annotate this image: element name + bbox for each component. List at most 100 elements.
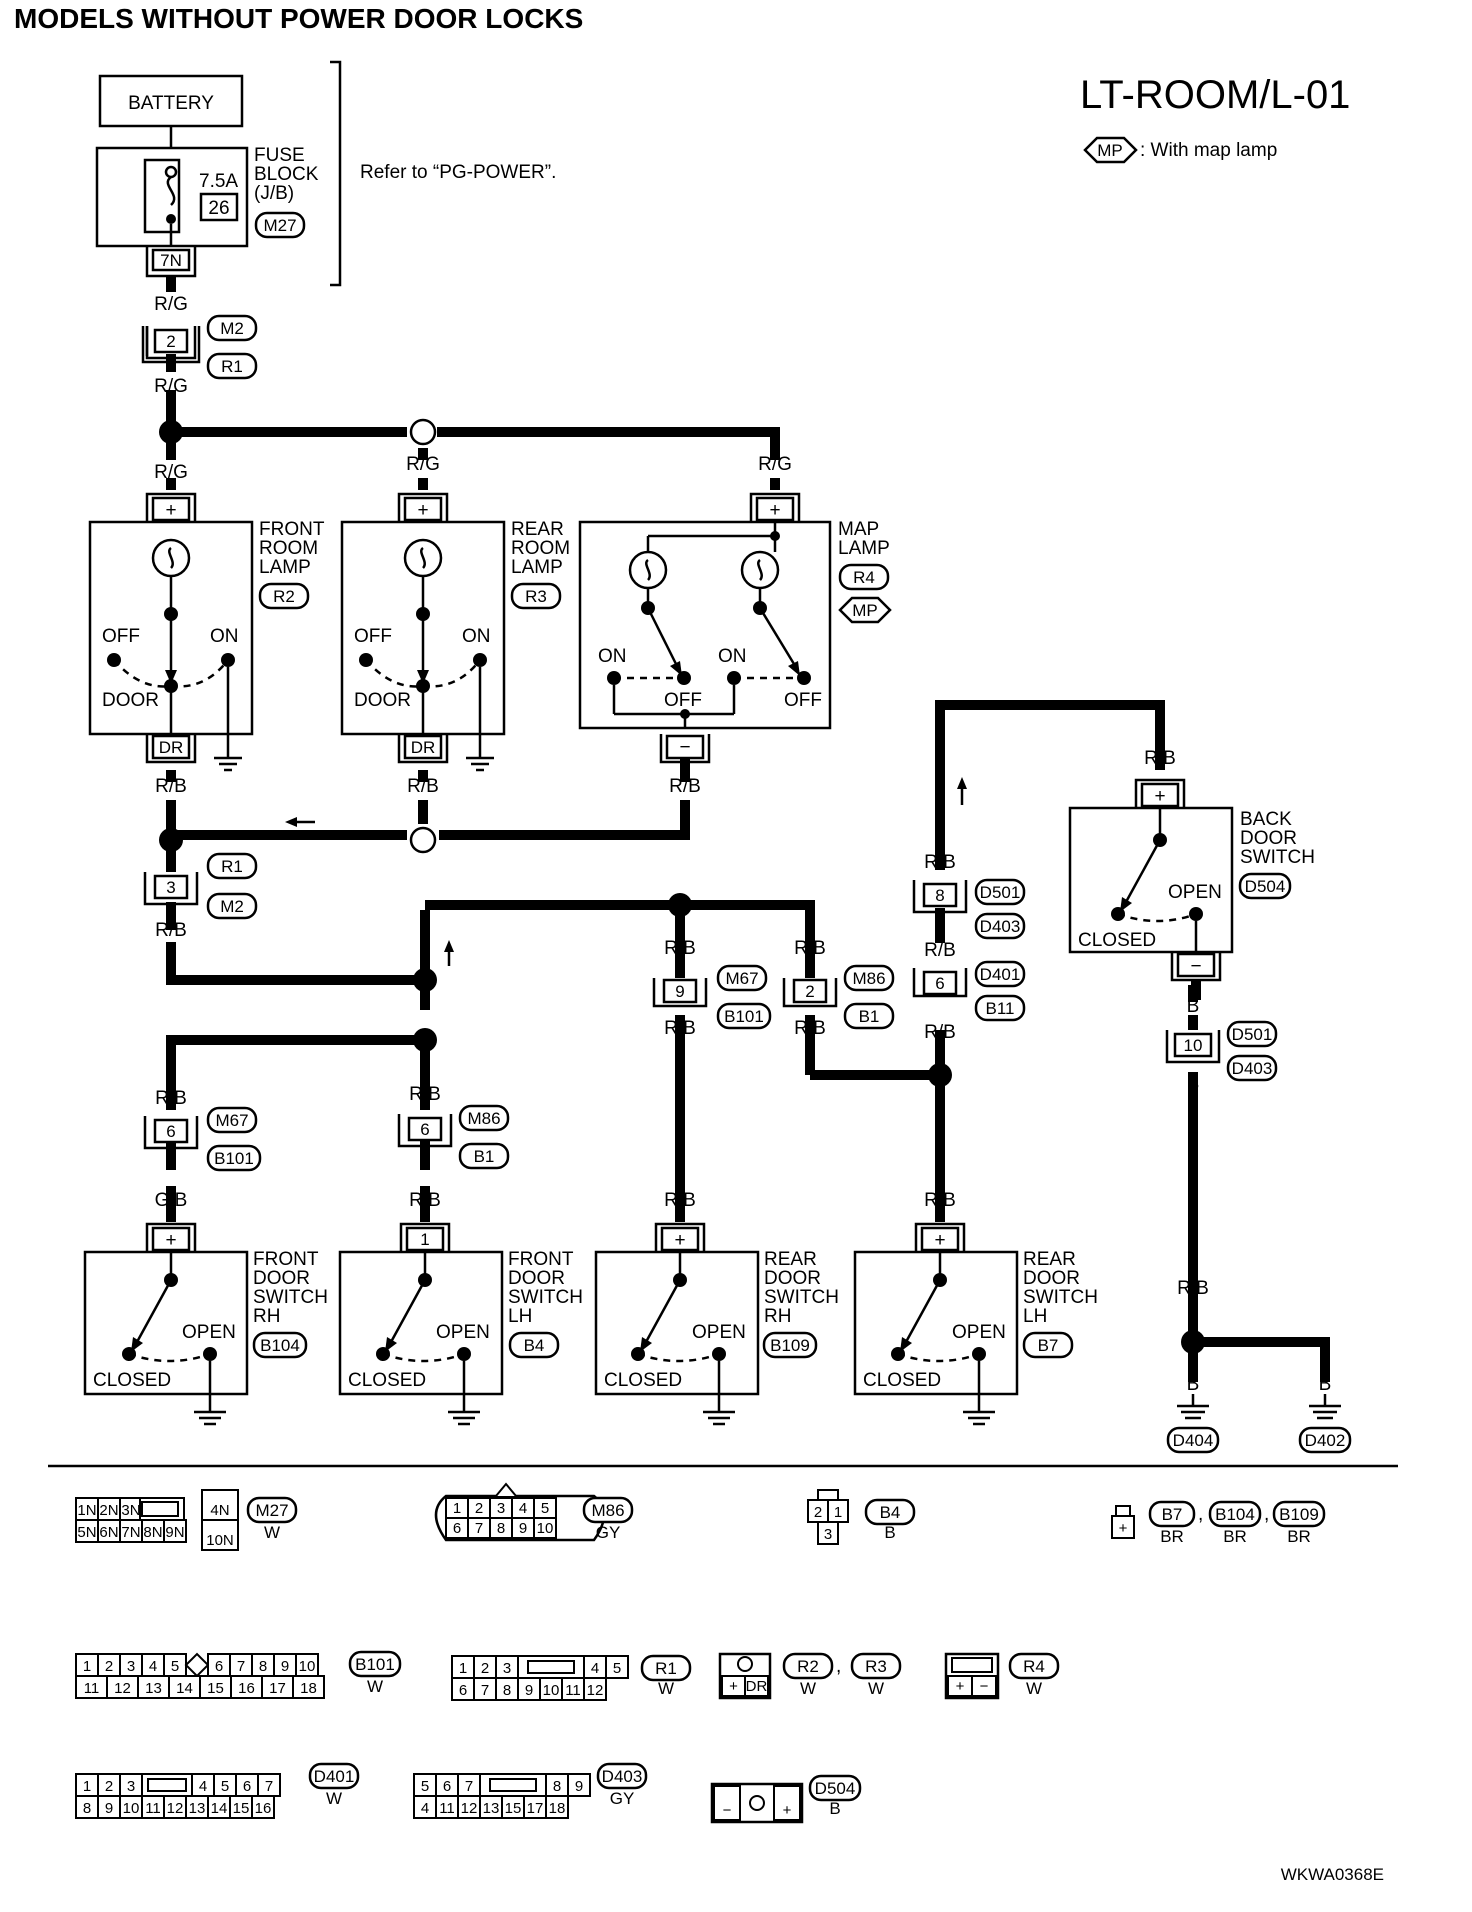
svg-text:CLOSED: CLOSED <box>604 1370 682 1391</box>
svg-text:DR: DR <box>411 738 436 757</box>
connector-latch <box>141 1501 179 1517</box>
svg-text:7N: 7N <box>160 251 182 270</box>
svg-text:R4: R4 <box>853 568 875 587</box>
svg-text:B: B <box>1187 1074 1200 1095</box>
connector-latch <box>951 1657 993 1673</box>
pin-label: 2 <box>814 1504 822 1521</box>
pin-label: 10 <box>123 1800 140 1817</box>
pin-label: 2 <box>475 1500 483 1517</box>
svg-text:10: 10 <box>1184 1036 1203 1055</box>
svg-text:CLOSED: CLOSED <box>1078 930 1156 951</box>
svg-text:8: 8 <box>935 886 944 905</box>
svg-text:BLOCK: BLOCK <box>254 164 319 185</box>
svg-text:9: 9 <box>675 982 684 1001</box>
svg-text:DOOR: DOOR <box>1023 1268 1080 1289</box>
connector-badge <box>640 1654 692 1682</box>
pin-label: 10N <box>206 1532 234 1549</box>
svg-text:R/B: R/B <box>669 776 701 797</box>
diagram-code: LT-ROOM/L-01 <box>1080 73 1350 117</box>
svg-text:M67: M67 <box>215 1111 248 1130</box>
svg-text:SWITCH: SWITCH <box>1240 847 1315 868</box>
connector-color: W <box>868 1679 884 1698</box>
svg-text:ON: ON <box>462 626 491 647</box>
svg-text:MP: MP <box>852 601 878 620</box>
pin-label: 5 <box>421 1778 429 1795</box>
inline-m67-b101-center: R/B 9 M67 B101 R/B <box>652 938 772 1039</box>
svg-text:FUSE: FUSE <box>254 145 305 166</box>
rear-door-switch-lh: + OPEN CLOSED REAR DOOR SWITCH LH B7 <box>853 1222 1098 1426</box>
ground-d402: D402 <box>1298 1394 1352 1454</box>
pin-cell <box>163 1519 187 1543</box>
pin-label: 6N <box>99 1524 118 1541</box>
connector-latch <box>495 1482 517 1497</box>
svg-text:D402: D402 <box>1305 1431 1346 1450</box>
svg-text:OPEN: OPEN <box>692 1322 746 1343</box>
pin-label: 2N <box>99 1502 118 1519</box>
fuse-block: 7.5A 26 FUSE BLOCK (J/B) M27 <box>95 145 319 248</box>
pin-label: DR <box>746 1678 768 1695</box>
pin-label: 3 <box>497 1500 505 1517</box>
svg-text:R/B: R/B <box>155 776 187 797</box>
pin-label: 7 <box>481 1682 489 1699</box>
figure-id: WKWA0368E <box>1281 1865 1384 1884</box>
pin-label: 3N <box>121 1502 140 1519</box>
pin-label: + <box>729 1678 738 1695</box>
connector-name: B101 <box>355 1655 395 1674</box>
pin-label: 9 <box>105 1800 113 1817</box>
svg-text:G/B: G/B <box>155 1190 188 1211</box>
pin-label: 1N <box>77 1502 96 1519</box>
pin-label: 1 <box>834 1504 842 1521</box>
connector-color: BR <box>1223 1527 1247 1546</box>
svg-text:+: + <box>165 1230 176 1251</box>
pin-label: 7 <box>465 1778 473 1795</box>
connector-latch <box>817 1489 839 1501</box>
connector-badge <box>808 1774 862 1802</box>
pin-label: 10 <box>537 1520 554 1537</box>
svg-text:R2: R2 <box>273 587 295 606</box>
svg-text:R/B: R/B <box>664 938 696 959</box>
connector-name: R3 <box>865 1657 887 1676</box>
connector-badge <box>850 1652 902 1680</box>
connector-name: D403 <box>602 1767 643 1786</box>
connector-badge <box>1008 1652 1060 1680</box>
connector-name: B7 <box>1162 1505 1183 1524</box>
pin-label: 11 <box>84 1680 100 1697</box>
fuse-amp: 7.5A <box>199 171 238 192</box>
battery: BATTERY <box>98 74 244 128</box>
pin-label: 17 <box>527 1800 544 1817</box>
pin-cell <box>817 1521 839 1545</box>
svg-text:R/B: R/B <box>924 852 956 873</box>
svg-text:DOOR: DOOR <box>253 1268 310 1289</box>
rear-door-switch-rh: + OPEN CLOSED REAR DOOR SWITCH RH B109 <box>594 1222 839 1426</box>
svg-text:M86: M86 <box>852 969 885 988</box>
pin-cell <box>744 1675 769 1697</box>
svg-text:R/G: R/G <box>758 454 792 475</box>
ground-d404: D404 <box>1166 1394 1220 1454</box>
pin-label: 2 <box>105 1778 113 1795</box>
pin-label: 9 <box>519 1520 527 1537</box>
pin-label: 10 <box>299 1658 316 1675</box>
connector-badge <box>1272 1500 1326 1528</box>
pin-label: 18 <box>549 1800 566 1817</box>
pin-cell <box>545 1795 569 1819</box>
connector-latch <box>489 1778 537 1792</box>
svg-text:DOOR: DOOR <box>1240 828 1297 849</box>
pin-label: 9 <box>575 1778 583 1795</box>
pin-label: 10 <box>543 1682 560 1699</box>
pin-cell <box>773 1785 801 1821</box>
pin-label: 12 <box>114 1680 131 1697</box>
svg-text:2: 2 <box>805 982 814 1001</box>
pin-label: − <box>723 1802 732 1819</box>
pin-label: 8N <box>143 1524 162 1541</box>
svg-text:D501: D501 <box>1232 1025 1273 1044</box>
pin-label: 5 <box>221 1778 229 1795</box>
svg-text:R/B: R/B <box>664 1190 696 1211</box>
svg-text:B104: B104 <box>260 1336 300 1355</box>
pin-label: 13 <box>483 1800 500 1817</box>
svg-text:LH: LH <box>1023 1306 1047 1327</box>
pin-label: 4N <box>210 1502 229 1519</box>
svg-text:−: − <box>679 737 690 758</box>
svg-text:DOOR: DOOR <box>508 1268 565 1289</box>
svg-text:+: + <box>674 1230 685 1251</box>
